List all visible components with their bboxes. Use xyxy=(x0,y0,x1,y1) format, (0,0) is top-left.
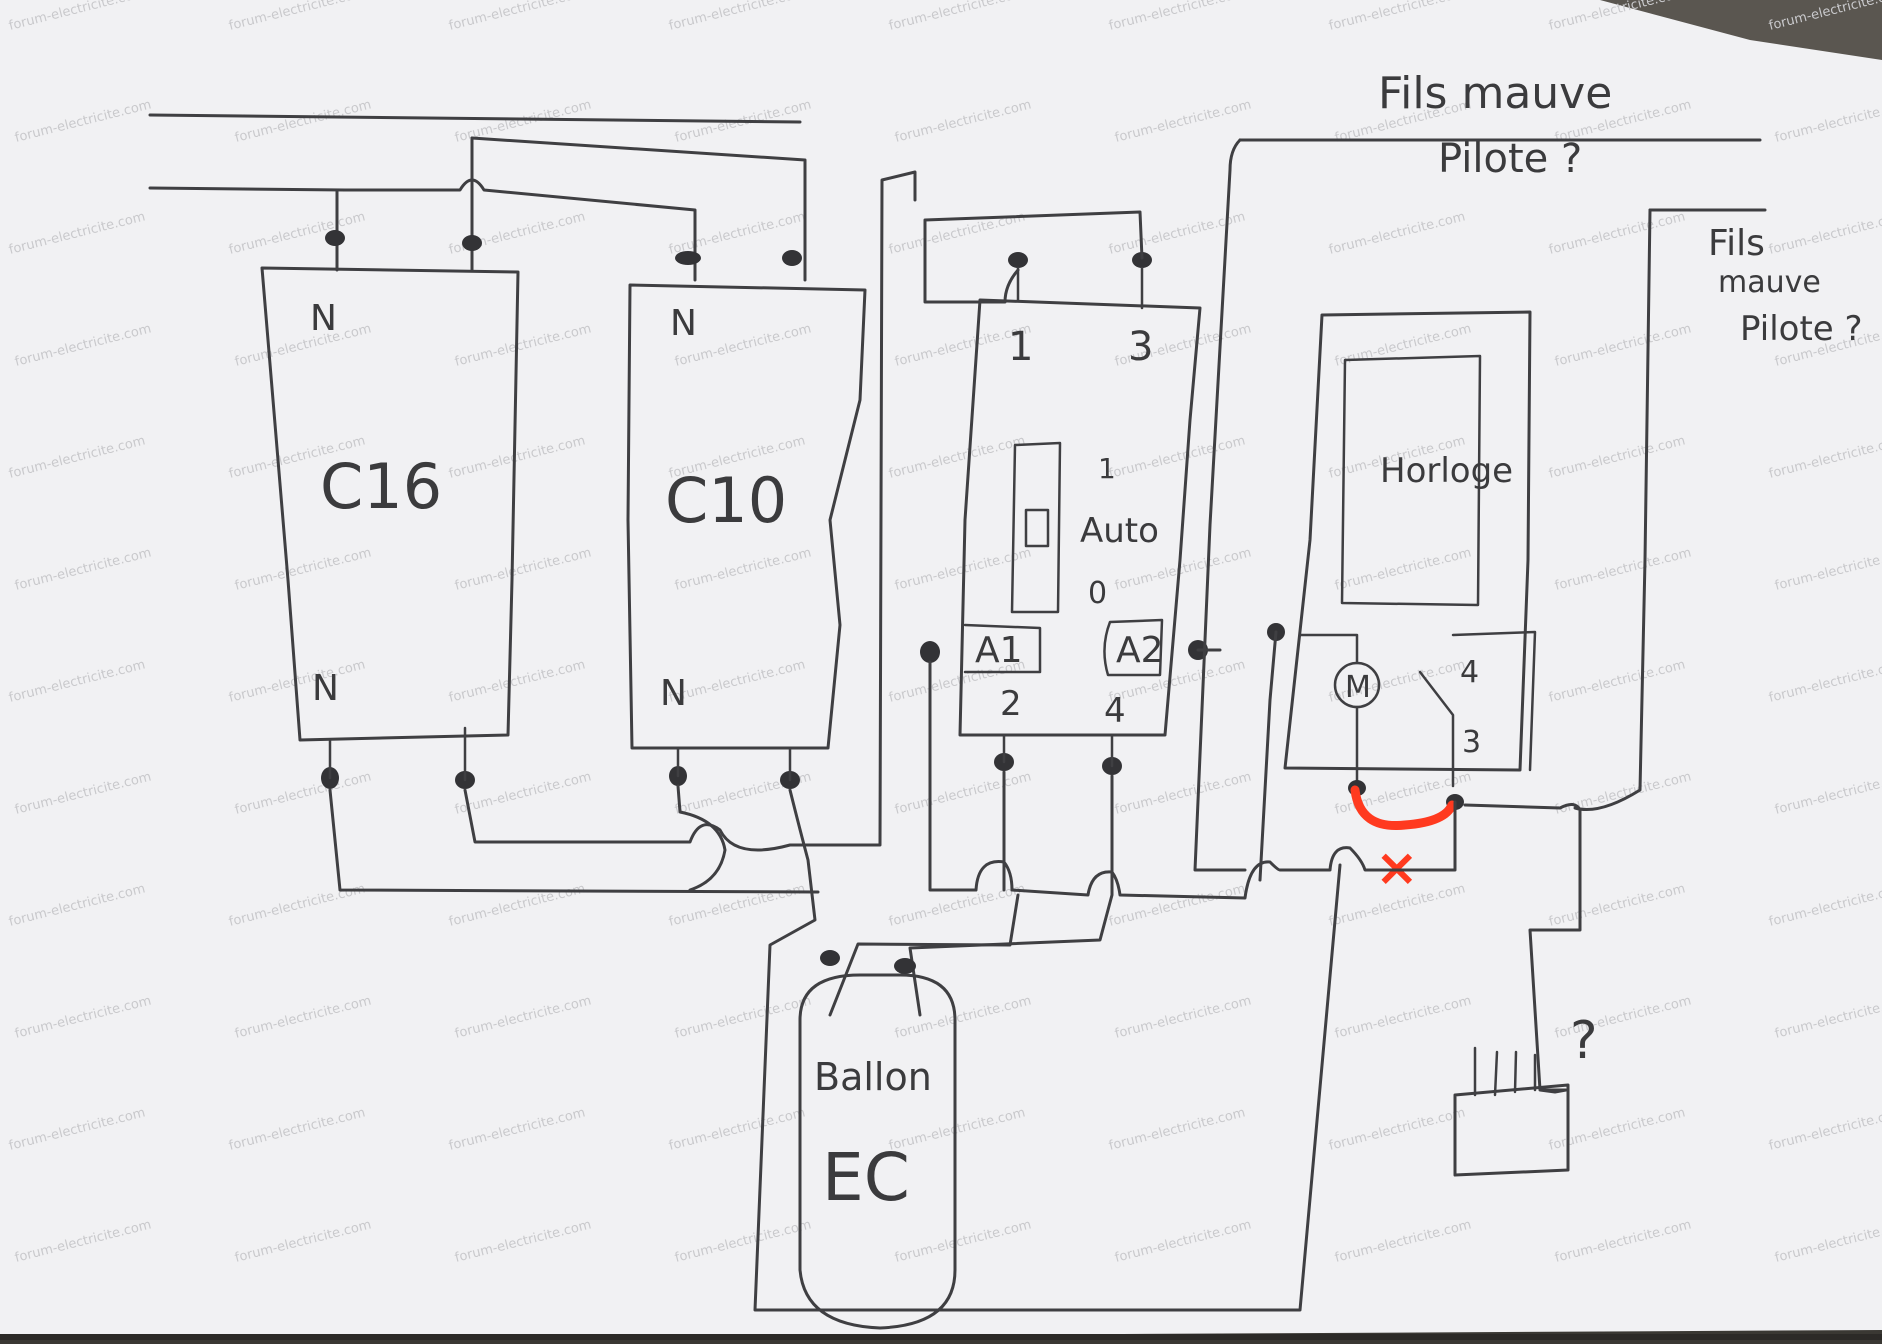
contactor-coil-a1: A1 xyxy=(975,630,1023,671)
timer-label: Horloge xyxy=(1380,451,1513,491)
timer-contact-3: 3 xyxy=(1462,725,1481,760)
contactor-switch-slot xyxy=(1010,441,1062,614)
c10-breaker: N C10 N xyxy=(626,250,867,789)
contactor-terminal-3: 3 xyxy=(1128,324,1153,370)
contactor-terminal-1: 1 xyxy=(1008,324,1033,370)
contactor-a2-box xyxy=(1103,618,1164,677)
c10-bottom-terminal-label: N xyxy=(660,673,687,714)
red-cut-mark: × xyxy=(1375,838,1419,898)
contactor-terminal-3-screw xyxy=(1132,252,1152,268)
c10-terminal-n-in xyxy=(675,251,701,265)
pilot-label-right-line2: mauve xyxy=(1718,265,1821,300)
c16-breaker: N C16 N xyxy=(260,230,520,789)
timer-contact xyxy=(1418,630,1537,788)
contactor: 1 3 1 Auto 0 A1 A2 2 4 xyxy=(920,252,1208,775)
water-heater: Ballon EC xyxy=(798,950,957,1330)
contactor-a1-screw xyxy=(920,641,940,663)
contactor-terminal-4: 4 xyxy=(1104,691,1126,731)
water-heater-label-line2: EC xyxy=(822,1139,910,1216)
water-heater-body xyxy=(798,973,957,1330)
timer-display xyxy=(1340,354,1482,607)
c16-top-terminal-label: N xyxy=(310,298,337,339)
pilot-label-right-line1: Fils xyxy=(1708,223,1765,264)
contactor-position-0: 0 xyxy=(1088,576,1107,611)
c16-bottom-terminal-label: N xyxy=(312,668,339,709)
c16-terminal-l-in xyxy=(462,235,482,251)
correction-mark: × xyxy=(1350,785,1457,898)
c16-terminal-n-in xyxy=(325,230,345,246)
c16-label: C16 xyxy=(320,450,442,523)
contactor-position-auto: Auto xyxy=(1080,511,1159,551)
c10-label: C10 xyxy=(665,464,787,537)
pilot-wires: Fils mauve Pilote ? Fils mauve Pilote ? xyxy=(1193,68,1863,872)
c10-terminal-l-in xyxy=(782,250,802,266)
contactor-switch-lever xyxy=(1024,508,1050,548)
table-edge xyxy=(0,1334,1882,1340)
water-heater-terminal-1 xyxy=(820,950,840,966)
unknown-mark: ? xyxy=(1570,1011,1598,1071)
pilot-label-top-line2: Pilote ? xyxy=(1438,136,1582,182)
red-bridge-wire xyxy=(1350,785,1457,831)
contactor-a1-box xyxy=(963,623,1042,674)
contactor-terminal-1-screw xyxy=(1008,252,1028,268)
pilot-label-top-line1: Fils mauve xyxy=(1378,68,1612,119)
ground-bar: ? xyxy=(1453,1011,1598,1177)
timer-contact-4: 4 xyxy=(1460,655,1479,690)
pilot-label-right-line3: Pilote ? xyxy=(1740,309,1863,349)
water-heater-terminal-2 xyxy=(894,958,916,974)
contactor-position-1: 1 xyxy=(1098,452,1116,485)
contactor-terminal-2: 2 xyxy=(1000,684,1022,724)
interconnect-wiring xyxy=(328,170,1582,1312)
contactor-coil-a2: A2 xyxy=(1116,630,1164,671)
timer-motor-label: M xyxy=(1345,670,1371,705)
table-corner xyxy=(1600,0,1882,60)
water-heater-label-line1: Ballon xyxy=(814,1055,932,1099)
c10-top-terminal-label: N xyxy=(670,303,697,344)
supply-lines xyxy=(148,113,807,282)
